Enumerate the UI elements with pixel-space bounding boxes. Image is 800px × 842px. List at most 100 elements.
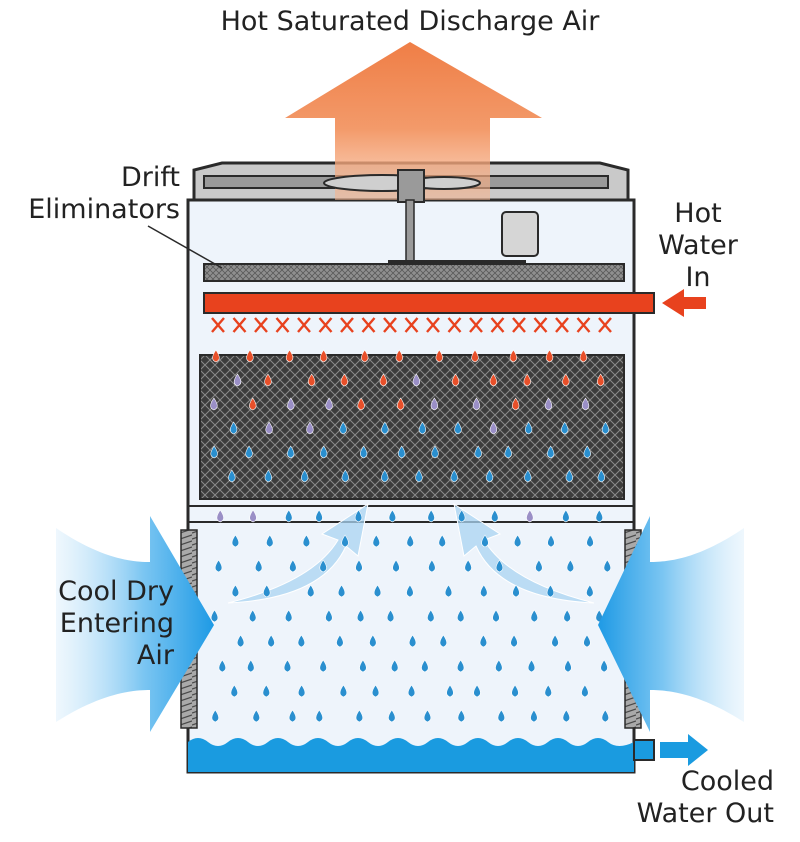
spray-x xyxy=(340,317,354,333)
spray-x xyxy=(533,317,548,333)
water-droplet xyxy=(359,445,368,459)
water-droplet xyxy=(267,634,275,648)
fan xyxy=(323,169,481,265)
water-droplet xyxy=(512,584,520,598)
water-droplet xyxy=(527,659,536,673)
discharge-air-arrow xyxy=(285,42,542,200)
water-droplet xyxy=(395,349,403,363)
water-droplet xyxy=(233,373,242,387)
hot-water-in-label-line: Water xyxy=(658,230,738,261)
hot-water-in-label-line: Hot xyxy=(674,198,722,229)
water-droplet xyxy=(319,659,327,673)
water-droplet xyxy=(356,609,365,623)
water-droplet xyxy=(464,559,472,573)
water-droplet xyxy=(249,397,257,411)
spray-x xyxy=(232,317,247,333)
internal-airflow-arrow-left xyxy=(227,502,369,604)
spray-x xyxy=(598,317,612,333)
water-droplet xyxy=(386,609,395,623)
water-droplet xyxy=(421,659,429,673)
water-droplet xyxy=(264,373,272,387)
water-droplet xyxy=(458,509,466,523)
water-droplet xyxy=(236,634,245,648)
water-droplet xyxy=(600,659,608,673)
water-droplet xyxy=(427,609,435,623)
water-droplet xyxy=(392,559,400,573)
discharge-air-label: Hot Saturated Discharge Air xyxy=(220,6,600,37)
water-droplet xyxy=(371,684,380,698)
water-droplet xyxy=(586,584,594,598)
hot-water-pipe xyxy=(203,292,655,314)
water-droplet xyxy=(212,349,220,363)
spray-x xyxy=(469,317,483,333)
water-droplet xyxy=(361,349,369,363)
spray-x xyxy=(211,317,225,333)
water-droplet xyxy=(297,684,306,698)
water-droplet xyxy=(504,445,512,459)
water-droplet xyxy=(481,534,489,548)
water-droplet xyxy=(489,421,498,435)
spray-x xyxy=(576,317,591,333)
water-droplet xyxy=(355,709,364,723)
water-droplet xyxy=(485,469,494,483)
water-droplet xyxy=(336,634,344,648)
water-droplet xyxy=(511,397,520,411)
water-droplet xyxy=(489,373,498,387)
spray-x xyxy=(404,317,419,333)
water-droplet xyxy=(535,559,543,573)
water-droplet xyxy=(586,534,594,548)
cool-dry-air-label-line: Air xyxy=(136,640,174,671)
water-droplet xyxy=(562,509,570,523)
water-droplet xyxy=(524,421,533,435)
water-droplet xyxy=(430,397,439,411)
fill-media xyxy=(199,354,625,500)
water-droplet xyxy=(406,584,414,598)
cool-dry-air-label-line: Cool Dry xyxy=(58,576,174,607)
water-droplet xyxy=(289,559,297,573)
water-droplet xyxy=(546,445,555,459)
water-droplet xyxy=(530,609,538,623)
water-droplet xyxy=(254,559,263,573)
water-droplet xyxy=(306,421,314,435)
water-droplet xyxy=(320,445,328,459)
spray-x xyxy=(555,317,569,333)
spray-x xyxy=(490,317,505,333)
water-droplet xyxy=(249,509,257,523)
spray-x xyxy=(447,317,462,333)
cool-dry-air-label: Cool Dry Entering Air xyxy=(6,576,174,672)
water-droplet xyxy=(262,684,270,698)
water-droplet xyxy=(492,609,500,623)
water-droplet xyxy=(300,469,309,483)
water-droplet xyxy=(566,559,575,573)
cooled-water-out-label-line: Cooled xyxy=(680,766,774,797)
water-droplet xyxy=(391,659,399,673)
water-droplet xyxy=(315,509,323,523)
water-droplet xyxy=(319,349,328,363)
water-droplet xyxy=(601,421,610,435)
spray-x xyxy=(383,317,397,333)
cool-air-arrow-left xyxy=(56,516,214,732)
outlet-pipe xyxy=(633,739,655,761)
water-droplet xyxy=(297,634,306,648)
water-droplet xyxy=(315,709,323,723)
water-droplet xyxy=(339,684,348,698)
water-droplet xyxy=(287,397,295,411)
drift-eliminators-label-line: Drift xyxy=(120,162,180,193)
water-droplet xyxy=(288,709,297,723)
water-droplet xyxy=(263,584,271,598)
water-droplet xyxy=(307,584,315,598)
cool-air-arrow-right xyxy=(598,516,744,732)
water-droplet xyxy=(211,709,219,723)
water-droplet xyxy=(511,684,519,698)
water-droplet xyxy=(579,349,588,363)
water-droplet xyxy=(581,684,589,698)
water-droplet xyxy=(214,559,223,573)
water-droplet xyxy=(562,373,570,387)
water-droplet xyxy=(561,421,569,435)
water-droplet xyxy=(407,684,416,698)
water-droplet xyxy=(583,634,591,648)
water-droplet xyxy=(546,584,555,598)
water-droplet xyxy=(451,373,460,387)
water-droplet xyxy=(510,634,518,648)
